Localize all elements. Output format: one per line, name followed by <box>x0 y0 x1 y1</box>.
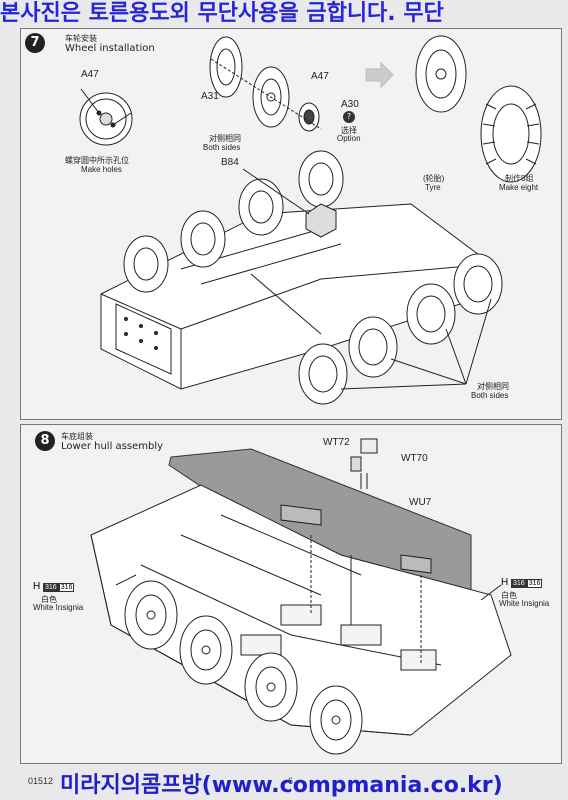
decal-right-code1: 316 <box>511 579 527 588</box>
step8-drawing <box>90 438 512 755</box>
step8-panel: 8 车底组装 Lower hull assembly WT72 WT70 WU7… <box>20 424 562 764</box>
decal-left-letter: H <box>33 581 41 592</box>
part-wt72: WT72 <box>323 437 350 448</box>
step8-title-cn: 车底组装 <box>61 432 93 441</box>
option-cn: 选择 <box>341 126 357 135</box>
step7-drawing <box>79 35 542 405</box>
both-sides-top-cn: 对侧相同 <box>209 134 241 143</box>
step8-title-en: Lower hull assembly <box>61 441 164 452</box>
watermark-top: 본사진은 토른용도외 무단사용을 금합니다. 무단 <box>0 1 444 26</box>
make-eight-cn: 制作8组 <box>505 174 534 183</box>
both-sides-bottom-cn: 对侧相同 <box>477 382 509 391</box>
option-en: Option <box>337 134 361 143</box>
part-b84: B84 <box>221 157 239 168</box>
make-holes-cn: 螺穿圆中所示孔位 <box>65 156 129 165</box>
decal-left-color-en: White Insignia <box>33 603 84 612</box>
decal-left-code1: 316 <box>43 583 59 592</box>
part-a47-left: A47 <box>81 69 99 80</box>
tyre-en: Tyre <box>425 183 441 192</box>
catalog-number: 01512 <box>28 776 54 786</box>
decal-right-code2: 316 <box>526 579 543 588</box>
step7-panel: 7 车轮安装 Wheel installation A47 A47 A31 A3… <box>20 28 562 420</box>
decal-left-code2: 316 <box>58 583 75 592</box>
decal-left-color-cn: 白色 <box>41 595 57 604</box>
watermark-bottom: 미라지의콤프방(www.compmania.co.kr) <box>60 773 503 798</box>
tyre-cn: (轮胎) <box>423 174 445 183</box>
make-eight-en: Make eight <box>499 183 539 192</box>
both-sides-bottom-en: Both sides <box>471 391 509 400</box>
decal-right-letter: H <box>501 577 509 588</box>
make-holes-en: Make holes <box>81 165 122 174</box>
decal-right-color-cn: 白色 <box>501 591 517 600</box>
part-wu7: WU7 <box>409 497 432 508</box>
option-icon: ? <box>343 111 355 123</box>
step8-number: 8 <box>35 431 55 451</box>
decal-right-color-en: White Insignia <box>499 599 550 608</box>
step7-number: 7 <box>25 33 45 53</box>
part-wt70: WT70 <box>401 453 428 464</box>
step7-title-en: Wheel installation <box>65 43 155 54</box>
part-a30: A30 <box>341 99 359 110</box>
step7-title-cn: 车轮安装 <box>65 34 97 43</box>
part-a31: A31 <box>201 91 219 102</box>
page-number: 6 <box>288 776 294 786</box>
both-sides-top-en: Both sides <box>203 143 241 152</box>
part-a47-right: A47 <box>311 71 329 82</box>
